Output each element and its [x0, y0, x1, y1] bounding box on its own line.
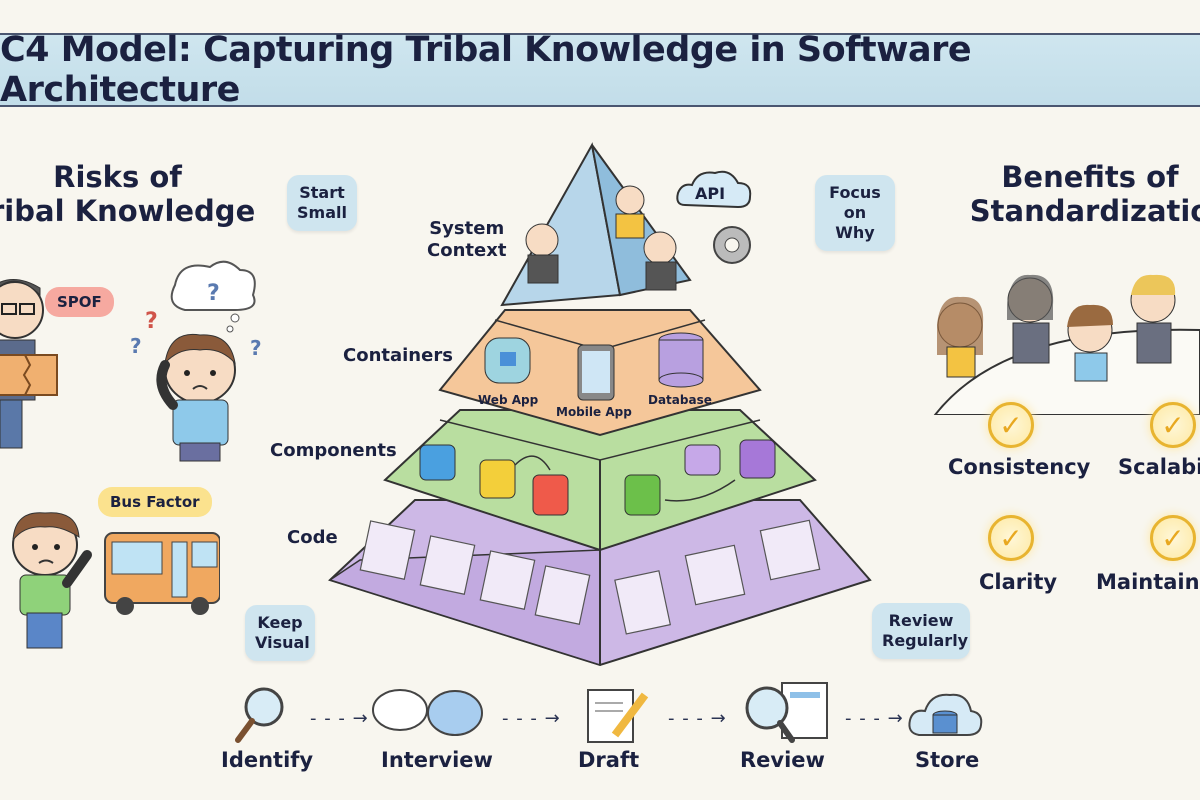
risks-title-line2: ribal Knowledge: [0, 194, 256, 228]
step-interview: Interview: [381, 748, 493, 772]
bus-factor-speech-bubble: Bus Factor: [98, 487, 212, 517]
benefit-scalability: Scalabil: [1118, 455, 1200, 479]
label-system-context: System Context: [427, 218, 507, 261]
checkmark-scalability-icon: ✓: [1150, 402, 1196, 448]
step-draft: Draft: [578, 748, 640, 772]
container-web-app-label: Web App: [478, 393, 539, 407]
cloud-storage-icon: [908, 693, 983, 736]
c4-pyramid: [328, 142, 872, 667]
arrow-icon: - - - →: [668, 708, 727, 729]
benefits-title: Benefits of Standardizatio: [960, 160, 1200, 228]
risks-title: Risks of ribal Knowledge: [0, 160, 256, 228]
pyramid-layer-system-context: [500, 142, 692, 307]
puzzle-piece-lavender-icon: [684, 444, 721, 476]
magnifier-icon: [235, 687, 284, 743]
review-document-icon: [745, 682, 828, 743]
bus-illustration: [104, 532, 220, 615]
benefit-clarity: Clarity: [979, 570, 1058, 594]
puzzle-piece-yellow-icon: [479, 459, 516, 499]
title-banner: C4 Model: Capturing Tribal Knowledge in …: [0, 30, 1200, 110]
team-meeting-illustration: [933, 274, 1200, 415]
bus-factor-label: Bus Factor: [110, 493, 200, 511]
checkmark-maintainability-icon: ✓: [1150, 515, 1196, 561]
pyramid-layer-code: [328, 499, 872, 667]
checkmark-clarity-icon: ✓: [988, 515, 1034, 561]
step-store: Store: [915, 748, 980, 772]
label-containers: Containers: [343, 345, 453, 366]
pyramid-layer-components: [383, 409, 817, 552]
benefit-maintainability: Maintaina: [1096, 570, 1200, 594]
confused-kid-illustration: ? ? ? ?: [130, 260, 262, 462]
document-pencil-icon: [587, 689, 649, 743]
tip-start-small: Start Small: [287, 175, 357, 231]
page-title: C4 Model: Capturing Tribal Knowledge in …: [0, 30, 972, 110]
benefits-title-line2: Standardizatio: [969, 194, 1200, 228]
step-review: Review: [740, 748, 825, 772]
puzzle-piece-green-icon: [624, 474, 661, 516]
tip-keep-visual: Keep Visual: [245, 605, 315, 661]
spof-person-illustration: [0, 279, 58, 449]
arrow-icon: - - - →: [502, 708, 561, 729]
arrow-icon: - - - →: [845, 708, 904, 729]
label-code: Code: [287, 527, 338, 548]
question-mark-icon: ?: [207, 281, 220, 306]
risks-title-line1: Risks of: [53, 160, 182, 194]
spof-label: SPOF: [57, 293, 102, 311]
benefits-title-line1: Benefits of: [1001, 160, 1179, 194]
svg-text:?: ?: [130, 334, 142, 358]
label-components: Components: [270, 440, 397, 461]
arrow-icon: - - - →: [310, 708, 369, 729]
puzzle-piece-blue-icon: [419, 444, 456, 481]
puzzle-piece-red-icon: [532, 474, 569, 516]
api-cloud-icon: API: [676, 170, 752, 264]
benefit-consistency: Consistency: [948, 455, 1091, 479]
container-mobile-app-label: Mobile App: [556, 405, 632, 419]
tip-review-regularly: Review Regularly: [872, 603, 970, 659]
checkmark-consistency-icon: ✓: [988, 402, 1034, 448]
waving-kid-illustration: [12, 512, 92, 649]
container-database-label: Database: [648, 393, 712, 407]
chat-bubbles-icon: [372, 689, 483, 736]
spof-speech-bubble: SPOF: [45, 287, 114, 317]
svg-text:API: API: [695, 184, 725, 203]
tip-focus-on-why: Focus on Why: [815, 175, 895, 251]
svg-text:?: ?: [145, 309, 158, 334]
puzzle-piece-purple-icon: [739, 439, 776, 479]
step-identify: Identify: [221, 748, 314, 772]
svg-text:?: ?: [250, 336, 262, 360]
pyramid-layer-containers: [438, 309, 762, 437]
